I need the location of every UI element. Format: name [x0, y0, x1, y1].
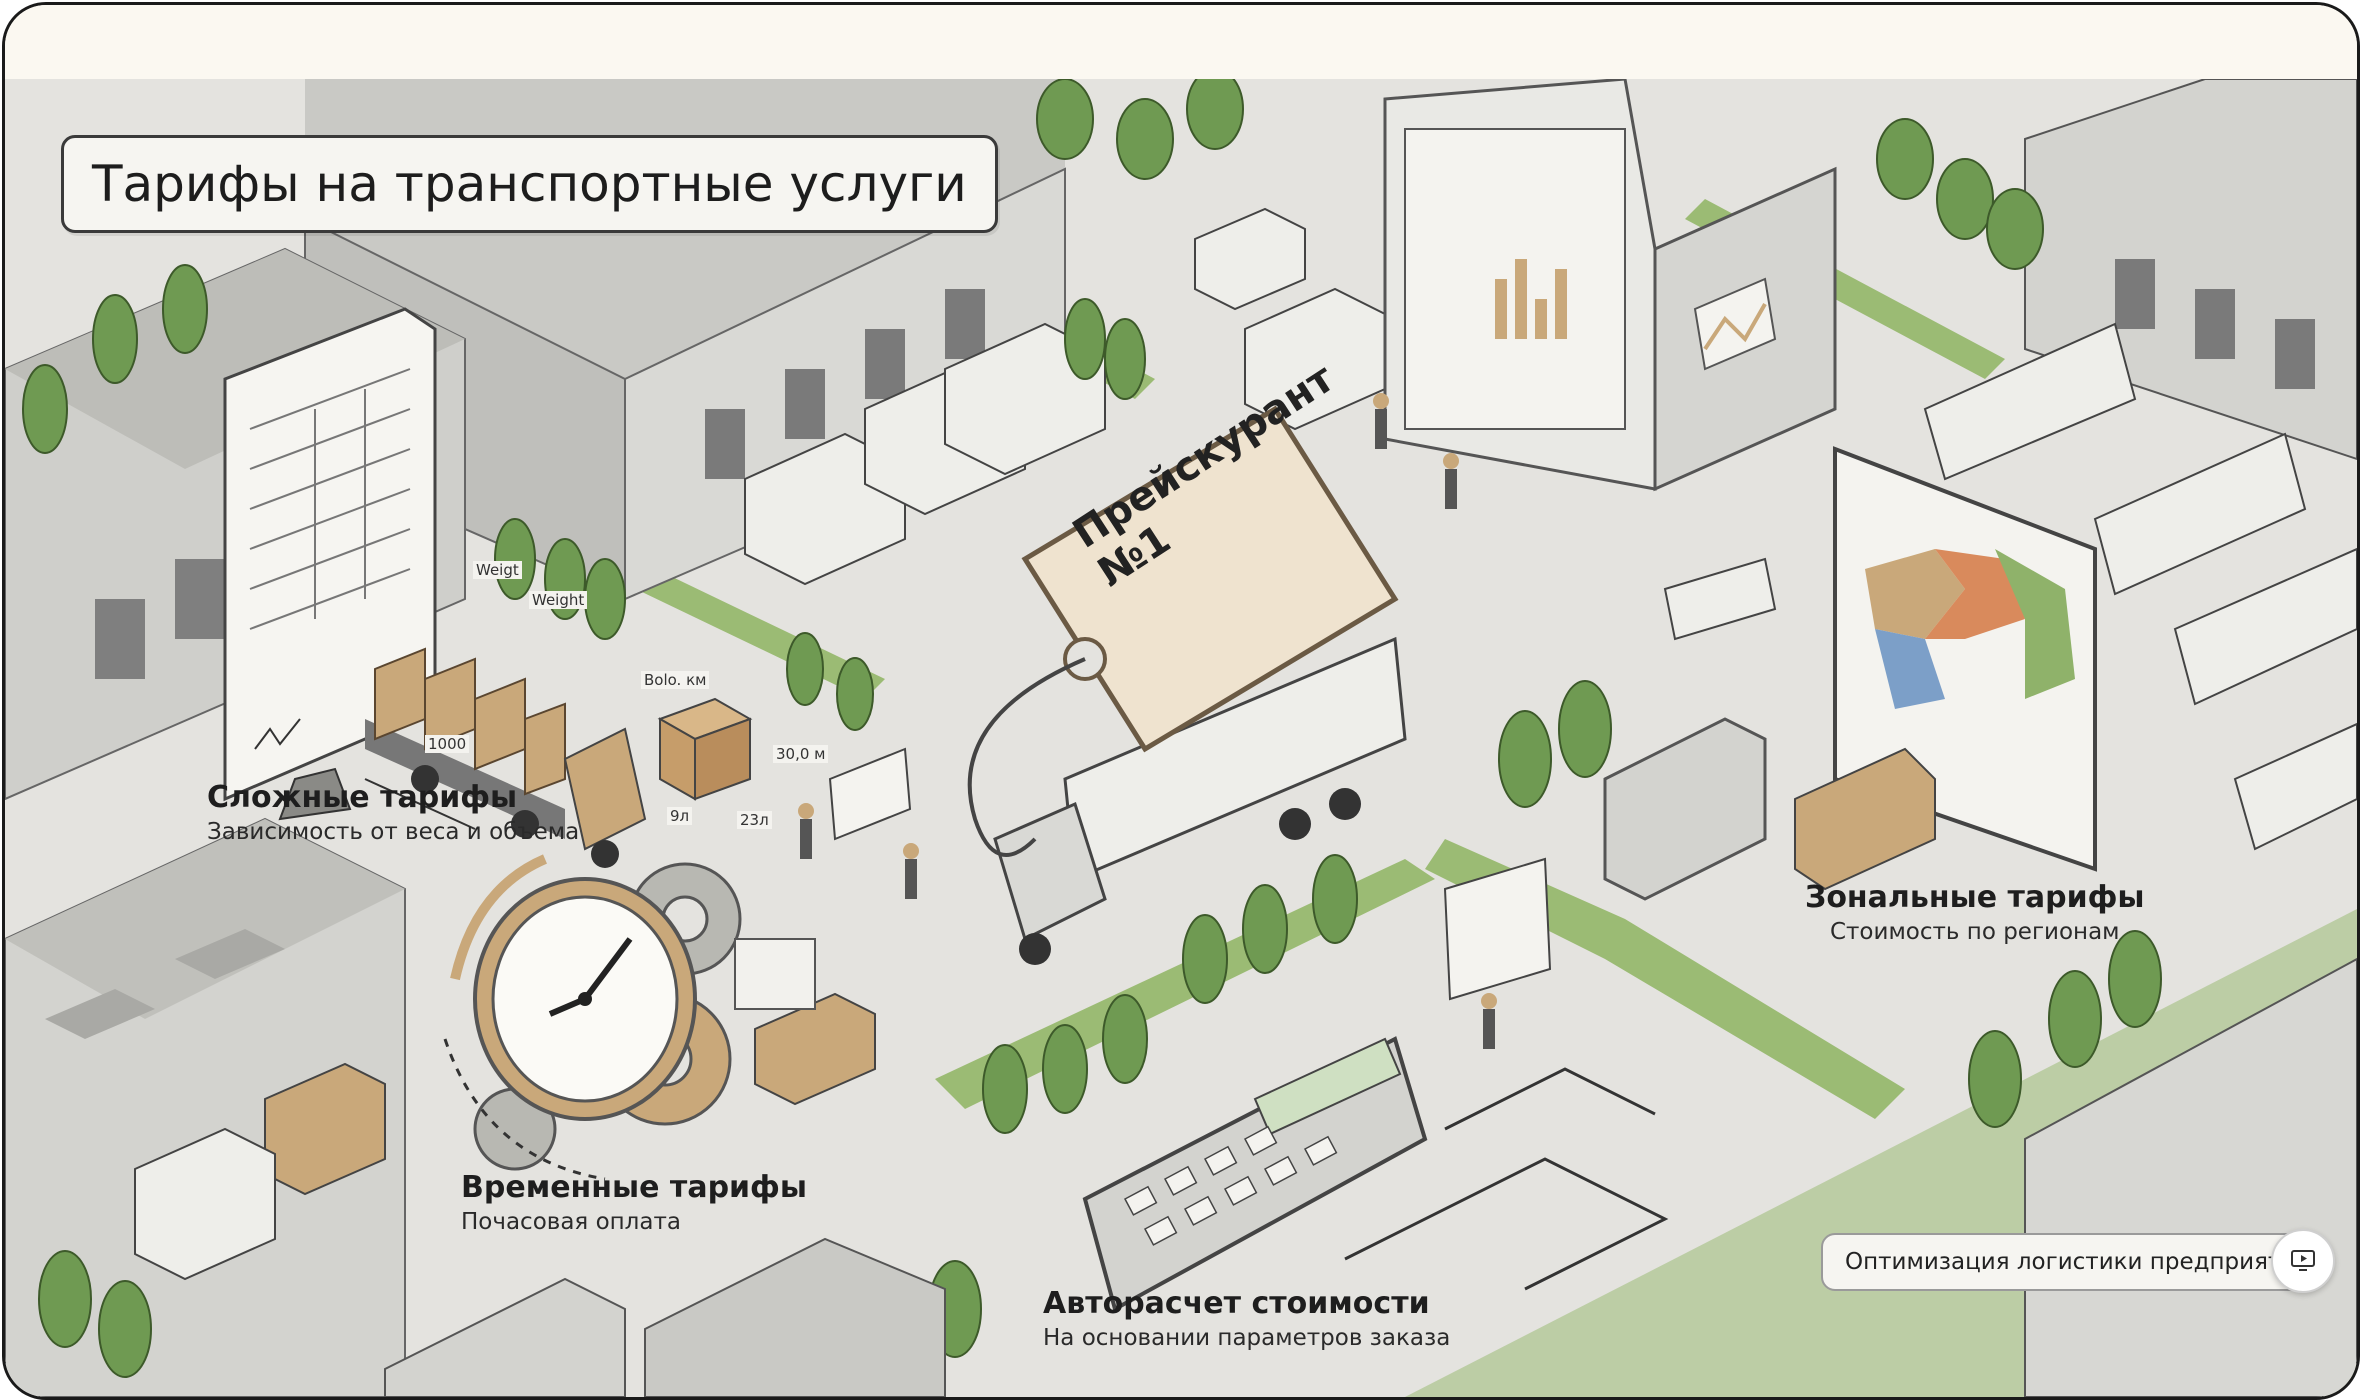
page-title: Тарифы на транспортные услуги [61, 135, 998, 233]
section-subtitle: Почасовая оплата [461, 1209, 681, 1235]
section-subtitle: Зависимость от веса и объема [207, 819, 580, 845]
note-weight-2: Weight [529, 591, 588, 609]
section-heading: Сложные тарифы [207, 780, 518, 815]
section-heading: Временные тарифы [461, 1170, 807, 1205]
note-weight-1: Weigt [473, 561, 522, 579]
slideshow-icon [2291, 1250, 2315, 1271]
slideshow-button[interactable] [2271, 1229, 2335, 1293]
section-heading: Авторасчет стоимости [1043, 1286, 1430, 1321]
section-auto-calculation: Авторасчет стоимости На основании параме… [1043, 1285, 1450, 1353]
section-time-tariffs: Временные тарифы Почасовая оплата [461, 1169, 807, 1237]
section-heading: Зональные тарифы [1805, 880, 2145, 915]
city-illustration [5, 79, 2357, 1397]
note-dim-a: 9л [667, 807, 693, 825]
note-height: 30,0 м [773, 745, 829, 763]
section-subtitle: Стоимость по регионам [1829, 919, 2120, 945]
note-distance: Bolo. км [641, 671, 710, 689]
optimization-link[interactable]: Оптимизация логистики предприятия [1821, 1233, 2315, 1291]
section-zonal-tariffs: Зональные тарифы Стоимость по регионам [1805, 879, 2145, 947]
note-length: 1000 [425, 735, 470, 753]
section-complex-tariffs: Сложные тарифы Зависимость от веса и объ… [207, 779, 579, 847]
window-top-bar [5, 5, 2357, 79]
note-dim-b: 23л [737, 811, 772, 829]
section-subtitle: На основании параметров заказа [1043, 1325, 1451, 1351]
illustration-scene: Тарифы на транспортные услуги Прейскуран… [5, 79, 2357, 1397]
